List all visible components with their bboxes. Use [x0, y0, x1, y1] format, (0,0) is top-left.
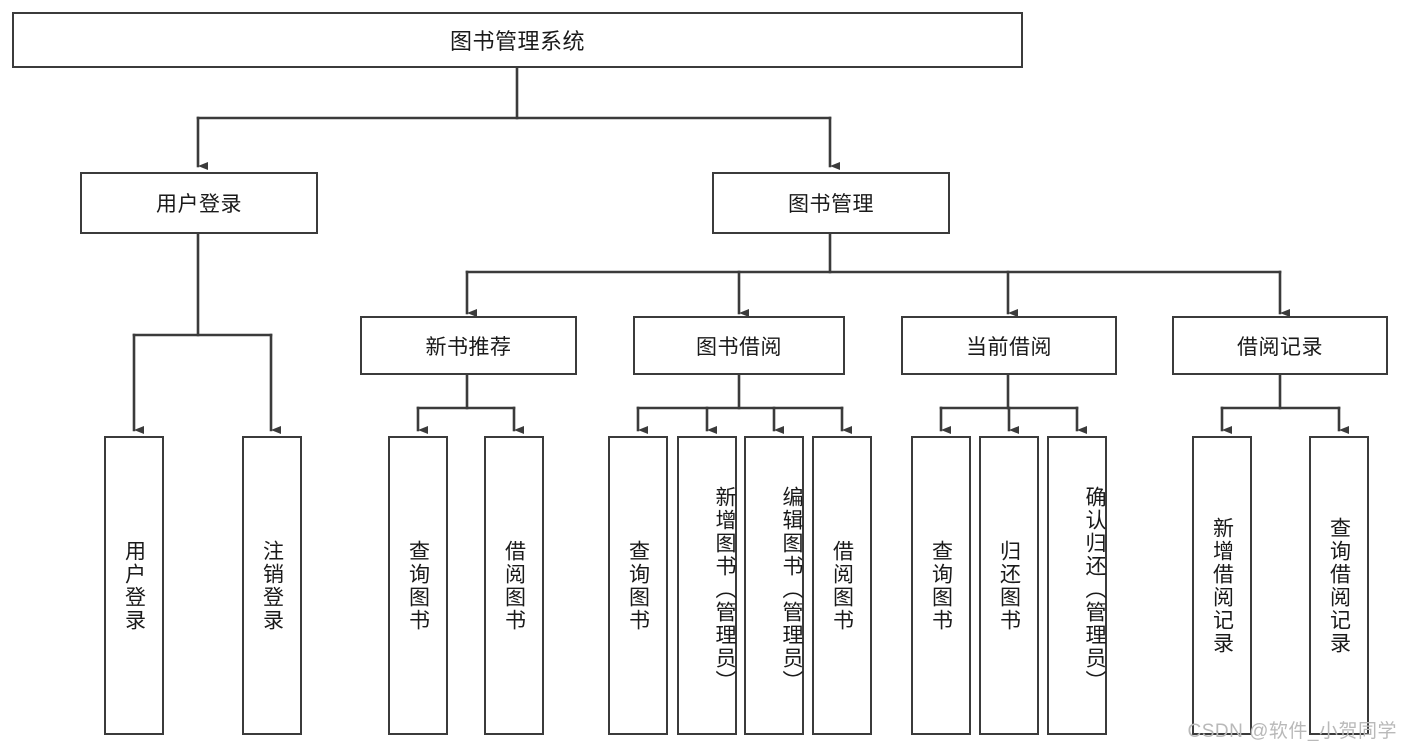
node-leaf-query-record[interactable]: 查询借阅记录 — [1309, 436, 1369, 735]
node-leaf-borrow-book-1[interactable]: 借阅图书 — [484, 436, 544, 735]
node-leaf-edit-book[interactable]: 编辑图书（管理员） — [744, 436, 804, 735]
node-leaf-return-book[interactable]: 归还图书 — [979, 436, 1039, 735]
node-leaf-query-book-2[interactable]: 查询图书 — [608, 436, 668, 735]
node-new-book-recommendation[interactable]: 新书推荐 — [360, 316, 577, 375]
node-borrowing-record[interactable]: 借阅记录 — [1172, 316, 1388, 375]
node-current-borrowing[interactable]: 当前借阅 — [901, 316, 1117, 375]
node-leaf-query-book-1[interactable]: 查询图书 — [388, 436, 448, 735]
node-leaf-query-book-3[interactable]: 查询图书 — [911, 436, 971, 735]
node-user-login[interactable]: 用户登录 — [80, 172, 318, 234]
node-leaf-confirm-return[interactable]: 确认归还（管理员） — [1047, 436, 1107, 735]
node-leaf-borrow-book-2[interactable]: 借阅图书 — [812, 436, 872, 735]
node-leaf-add-record[interactable]: 新增借阅记录 — [1192, 436, 1252, 735]
csdn-watermark: CSDN @软件_小贺同学 — [1187, 721, 1397, 742]
node-leaf-add-book[interactable]: 新增图书（管理员） — [677, 436, 737, 735]
node-system-title[interactable]: 图书管理系统 — [12, 12, 1023, 68]
node-leaf-user-login[interactable]: 用户登录 — [104, 436, 164, 735]
node-leaf-logout[interactable]: 注销登录 — [242, 436, 302, 735]
node-book-management[interactable]: 图书管理 — [712, 172, 950, 234]
node-book-borrowing[interactable]: 图书借阅 — [633, 316, 845, 375]
